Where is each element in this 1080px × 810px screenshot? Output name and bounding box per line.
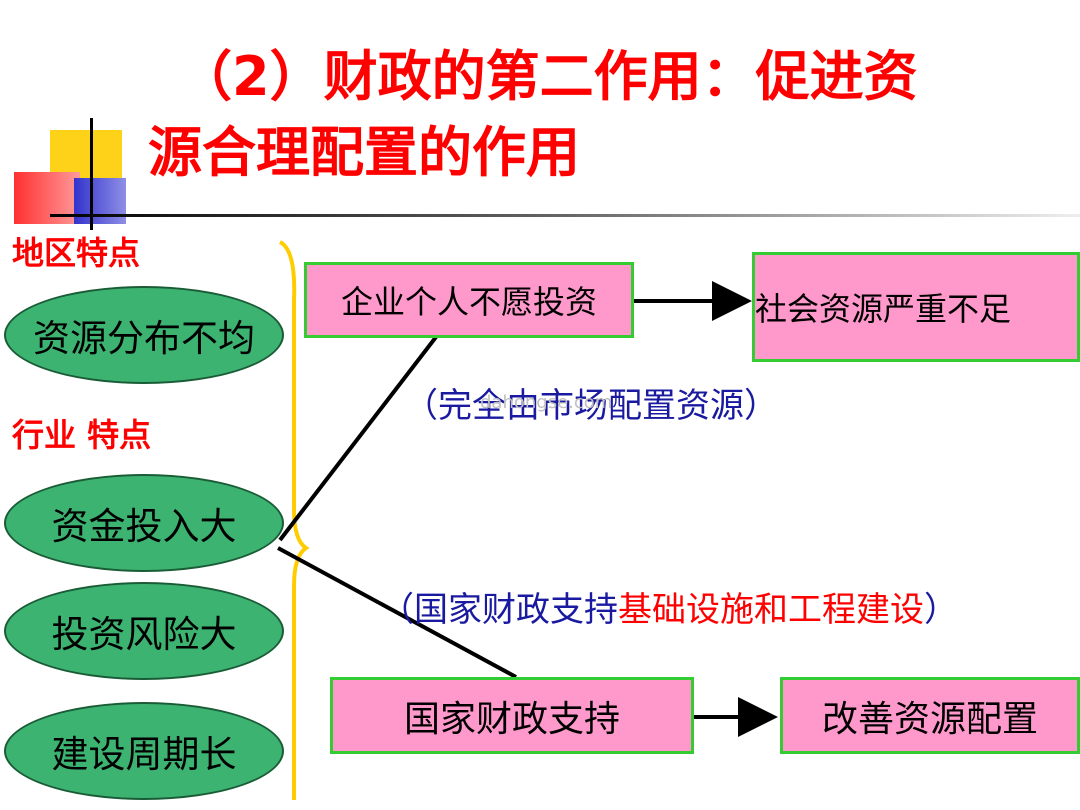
high-risk-text: 投资风险大 [51, 613, 237, 656]
state-support-box: 国家财政支持 [330, 677, 694, 754]
resource-uneven-text: 资源分布不均 [33, 317, 255, 360]
state-infra-note: （国家财政支持基础设施和工程建设） [380, 582, 958, 631]
decoration-vertical-line [90, 118, 93, 230]
page-title-line1: （2）财政的第二作用：促进资 [178, 45, 918, 108]
long-cycle-ellipse: 建设周期长 [4, 702, 284, 800]
decoration-horizontal-line [50, 214, 1080, 217]
improve-text: 改善资源配置 [821, 698, 1038, 740]
no-invest-box: 企业个人不愿投资 [304, 262, 634, 338]
state-support-text: 国家财政支持 [403, 698, 620, 740]
shortage-box: 社会资源严重不足 [752, 252, 1080, 362]
large-investment-ellipse: 资金投入大 [4, 474, 284, 572]
yellow-brace [278, 240, 310, 800]
connector-to-state-support [277, 546, 517, 679]
state-note-infra: 基础设施和工程建设 [618, 590, 924, 630]
connector-to-no-invest [278, 335, 438, 542]
state-note-open: （国家财政支持 [380, 590, 618, 630]
state-note-close: ） [924, 590, 958, 630]
long-cycle-text: 建设周期长 [51, 733, 237, 776]
industry-feature-label: 行业 特点 [12, 416, 152, 454]
page-title-line2: 源合理配置的作用 [148, 121, 580, 184]
market-allocation-note: （完全由市场配置资源） [404, 386, 778, 426]
watermark: dahongse.com [480, 392, 613, 413]
large-investment-text: 资金投入大 [51, 505, 237, 548]
shortage-text: 社会资源严重不足 [755, 290, 1012, 328]
resource-uneven-ellipse: 资源分布不均 [4, 286, 284, 384]
region-feature-label: 地区特点 [12, 234, 141, 272]
no-invest-text: 企业个人不愿投资 [340, 283, 597, 321]
high-risk-ellipse: 投资风险大 [4, 582, 284, 680]
improve-box: 改善资源配置 [780, 677, 1080, 754]
